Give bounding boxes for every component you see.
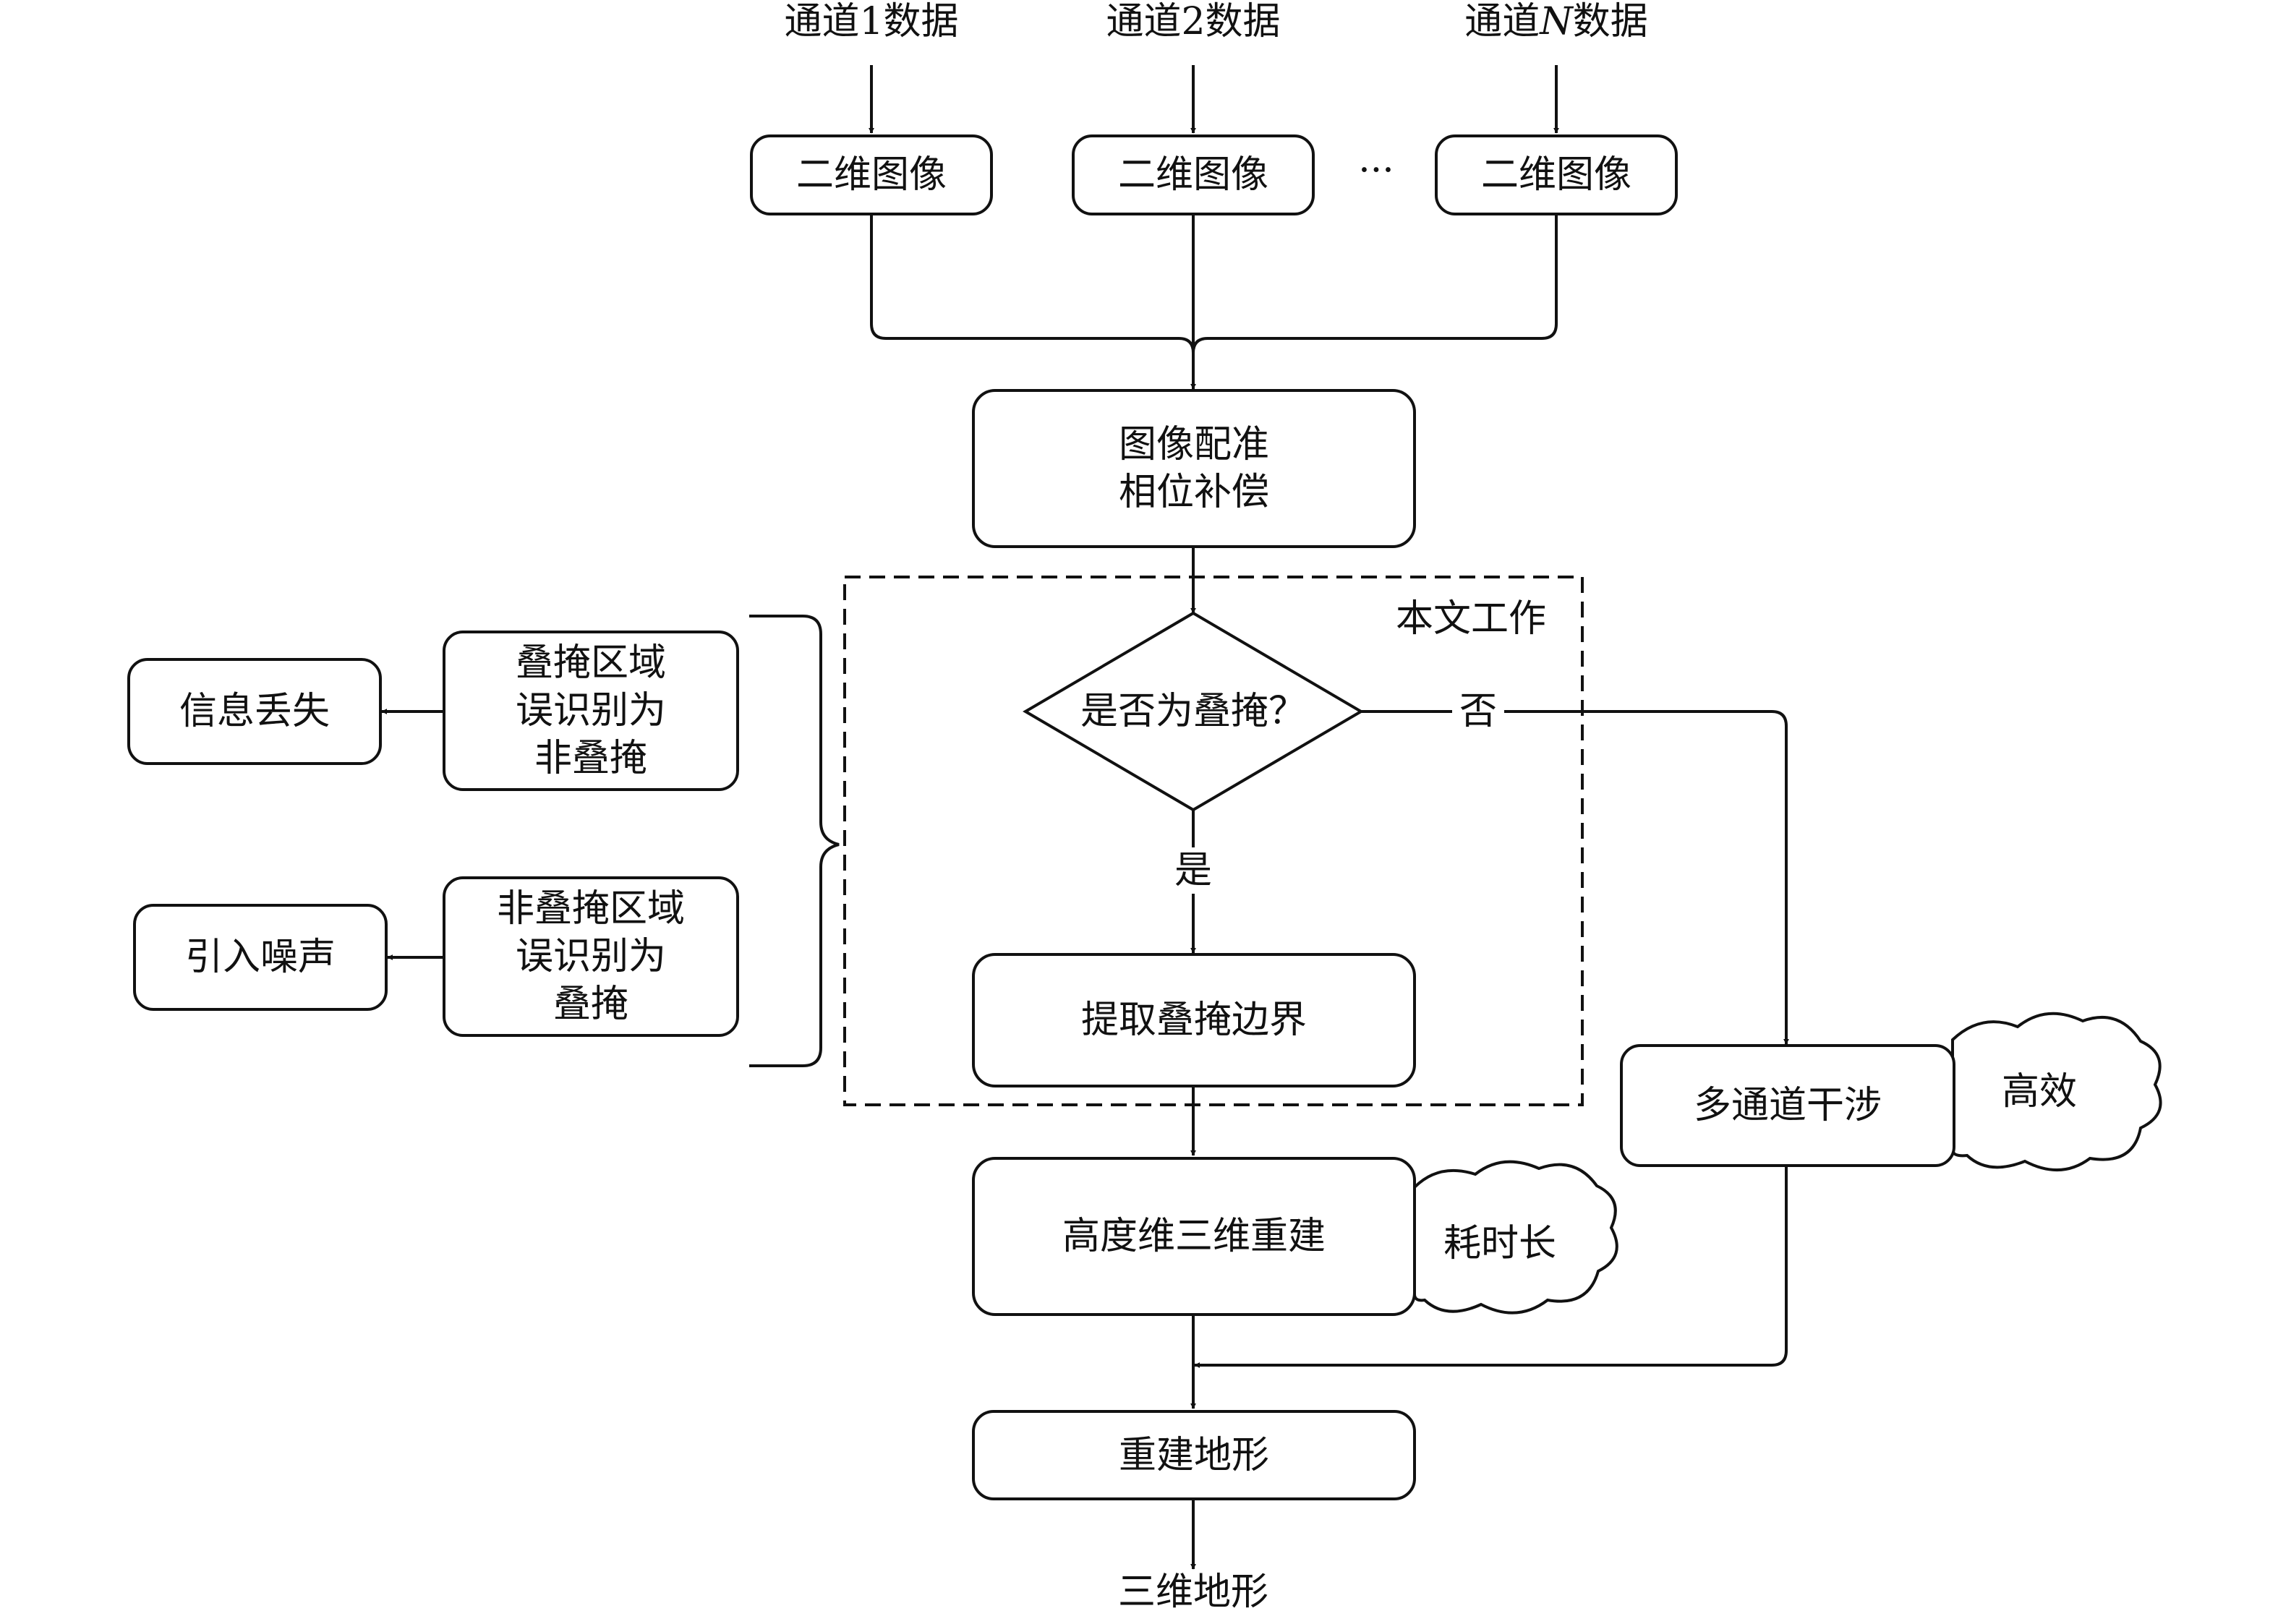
info-loss-box: 信息丢失 bbox=[127, 658, 382, 765]
image-box-1-label: 二维图像 bbox=[795, 153, 947, 197]
channel-n-variable: N bbox=[1540, 0, 1573, 43]
channel-1-label: 通道1数据 bbox=[784, 0, 959, 43]
image-box-2-label: 二维图像 bbox=[1117, 153, 1268, 197]
decision-label: 是否为叠掩？ bbox=[1080, 690, 1306, 733]
misidentify-overlap-box: 叠掩区域 误识别为 非叠掩 bbox=[443, 631, 739, 791]
arrow-no-to-multichannel bbox=[1504, 710, 1789, 1045]
arrow-multichannel-to-merge bbox=[1194, 1166, 1788, 1368]
misidentify-nonoverlap-line-2: 误识别为 bbox=[515, 935, 666, 978]
height-recon-label: 高度维三维重建 bbox=[1062, 1215, 1326, 1258]
image-box-n: 二维图像 bbox=[1435, 134, 1678, 215]
cloud-time-shape bbox=[1413, 1160, 1618, 1315]
misidentify-nonoverlap-box: 非叠掩区域 误识别为 叠掩 bbox=[443, 876, 739, 1037]
region-this-work-frame bbox=[843, 576, 1584, 1106]
time-consuming-label: 耗时长 bbox=[1443, 1222, 1557, 1265]
misidentify-overlap-line-3: 非叠掩 bbox=[534, 737, 647, 780]
image-box-2: 二维图像 bbox=[1072, 134, 1315, 215]
ellipsis: ··· bbox=[1358, 149, 1394, 192]
channel-n-label: 通道N数据 bbox=[1448, 0, 1665, 43]
noise-label: 引入噪声 bbox=[184, 936, 336, 979]
extract-boundary-box: 提取叠掩边界 bbox=[972, 953, 1416, 1087]
connector-img1-merge bbox=[870, 215, 1195, 354]
registration-line-1: 图像配准 bbox=[1118, 423, 1269, 466]
brace bbox=[749, 615, 840, 1067]
extract-boundary-label: 提取叠掩边界 bbox=[1080, 999, 1307, 1042]
height-recon-box: 高度维三维重建 bbox=[972, 1157, 1416, 1316]
multichannel-box: 多通道干涉 bbox=[1620, 1044, 1955, 1167]
image-box-1: 二维图像 bbox=[750, 134, 993, 215]
channel-2-label: 通道2数据 bbox=[1106, 0, 1281, 43]
connector-imgN-merge bbox=[1192, 215, 1558, 354]
efficient-label: 高效 bbox=[2002, 1070, 2078, 1114]
registration-line-2: 相位补偿 bbox=[1118, 471, 1269, 514]
misidentify-nonoverlap-line-1: 非叠掩区域 bbox=[496, 887, 685, 931]
registration-box: 图像配准 相位补偿 bbox=[972, 389, 1416, 548]
output-label: 三维地形 bbox=[1117, 1570, 1268, 1614]
yes-label: 是 bbox=[1174, 849, 1212, 892]
misidentify-overlap-line-2: 误识别为 bbox=[515, 689, 666, 732]
terrain-box: 重建地形 bbox=[972, 1410, 1416, 1500]
no-label: 否 bbox=[1459, 690, 1497, 733]
multichannel-label: 多通道干涉 bbox=[1693, 1084, 1882, 1127]
misidentify-nonoverlap-line-3: 叠掩 bbox=[553, 983, 628, 1026]
terrain-label: 重建地形 bbox=[1118, 1433, 1269, 1477]
noise-box: 引入噪声 bbox=[133, 904, 388, 1011]
info-loss-label: 信息丢失 bbox=[179, 690, 330, 733]
region-label: 本文工作 bbox=[1396, 597, 1547, 641]
channel-n-prefix: 通道 bbox=[1464, 0, 1540, 43]
image-box-n-label: 二维图像 bbox=[1480, 153, 1631, 197]
channel-n-suffix: 数据 bbox=[1572, 0, 1648, 43]
cloud-efficient-shape bbox=[1951, 1012, 2162, 1172]
misidentify-overlap-line-1: 叠掩区域 bbox=[515, 641, 666, 685]
